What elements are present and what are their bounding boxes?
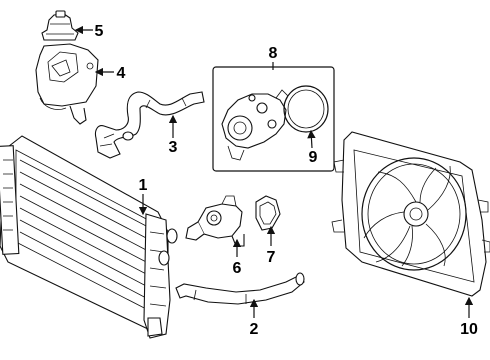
callout-3: 3 bbox=[169, 139, 178, 156]
callout-9: 9 bbox=[309, 149, 318, 166]
coolant-reservoir bbox=[35, 43, 99, 125]
thermostat-housing bbox=[185, 195, 245, 247]
pump-gasket bbox=[283, 85, 329, 133]
callout-1: 1 bbox=[139, 177, 148, 194]
lower-hose bbox=[175, 272, 305, 305]
callout-8: 8 bbox=[269, 45, 278, 62]
callout-10: 10 bbox=[460, 321, 478, 338]
callout-6: 6 bbox=[233, 260, 242, 277]
thermostat-gasket bbox=[255, 195, 281, 231]
water-pump-box bbox=[212, 66, 335, 172]
leader-lines bbox=[74, 25, 474, 318]
cooling-fan-shroud bbox=[331, 131, 490, 297]
upper-hose bbox=[94, 91, 205, 159]
callout-7: 7 bbox=[267, 249, 276, 266]
callout-5: 5 bbox=[95, 23, 104, 40]
callout-2: 2 bbox=[250, 321, 259, 338]
reservoir-cap bbox=[41, 10, 79, 41]
radiator bbox=[0, 135, 178, 339]
callout-4: 4 bbox=[117, 65, 126, 82]
